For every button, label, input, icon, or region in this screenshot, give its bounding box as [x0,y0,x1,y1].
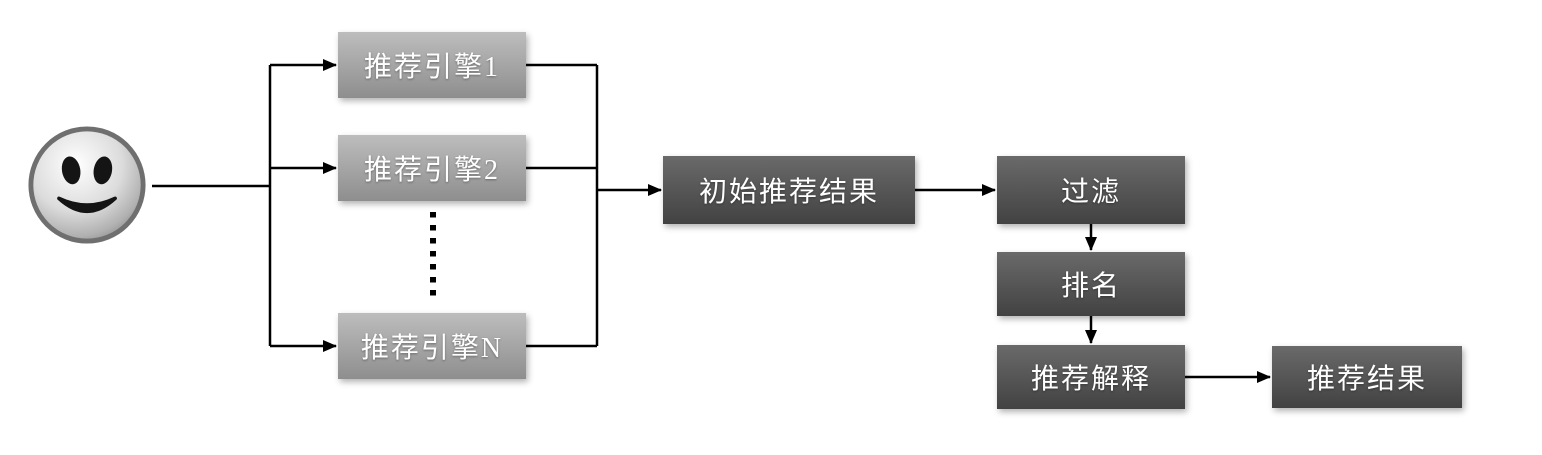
node-filter: 过滤 [997,156,1185,224]
node-label: 排名 [1060,271,1121,302]
node-recommendation-engine-1: 推荐引擎1 [338,32,526,98]
node-ranking: 排名 [997,252,1185,316]
node-initial-results: 初始推荐结果 [663,156,915,224]
node-label: 推荐结果 [1306,364,1427,395]
node-final-results: 推荐结果 [1272,346,1462,408]
node-label: 推荐解释 [1030,364,1151,395]
node-label: 推荐引擎1 [363,52,500,83]
node-label: 过滤 [1060,177,1121,208]
node-recommendation-engine-n: 推荐引擎N [338,313,526,379]
node-label: 推荐引擎N [360,333,504,364]
node-label: 初始推荐结果 [698,177,879,208]
node-label: 推荐引擎2 [363,155,500,186]
node-explanation: 推荐解释 [997,345,1185,409]
smiley-face-icon [26,124,148,246]
node-recommendation-engine-2: 推荐引擎2 [338,135,526,201]
